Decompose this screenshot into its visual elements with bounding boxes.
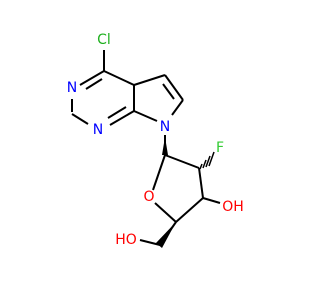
bond-c4a-c4	[103, 70, 135, 86]
atom-n3: N	[67, 80, 77, 96]
atom-n9: N	[160, 119, 170, 135]
bonds	[71, 50, 221, 246]
bond-c5-c6-double	[162, 83, 175, 100]
atom-ho5: HO	[115, 232, 137, 248]
bond-c5prime-o	[139, 239, 161, 246]
bond-c1-c2	[164, 154, 200, 169]
bond-c4-n3-double	[85, 78, 103, 90]
bond-c5-c6	[164, 74, 184, 101]
atom-cl: Cl	[97, 32, 111, 48]
wedge-c1-n	[162, 137, 168, 155]
hashed-bond-c2-f	[199, 151, 215, 170]
wedge-c4-c5	[156, 222, 176, 248]
bond-c4-n3	[79, 70, 105, 86]
bond-c3-oh	[202, 197, 221, 204]
atom-o-ring: O	[143, 189, 154, 205]
bond-n7-c8a	[133, 110, 158, 122]
bond-c4-o	[154, 202, 177, 223]
bond-c3-c4	[175, 197, 204, 223]
atom-oh3: OH	[222, 199, 244, 215]
bond-n1-c8a-double	[107, 106, 127, 119]
atom-f: F	[216, 140, 224, 156]
bond-n1-c8a	[109, 110, 135, 126]
bond-o-c1	[152, 154, 166, 191]
bond-c2-c3	[198, 167, 204, 199]
bond-c2-n1	[71, 113, 89, 125]
atom-n1: N	[93, 122, 103, 138]
molecule-structure: Cl N N N F O OH HO	[67, 32, 244, 248]
bond-c4a-c5	[133, 74, 166, 86]
bond-c6-n7	[171, 99, 184, 116]
